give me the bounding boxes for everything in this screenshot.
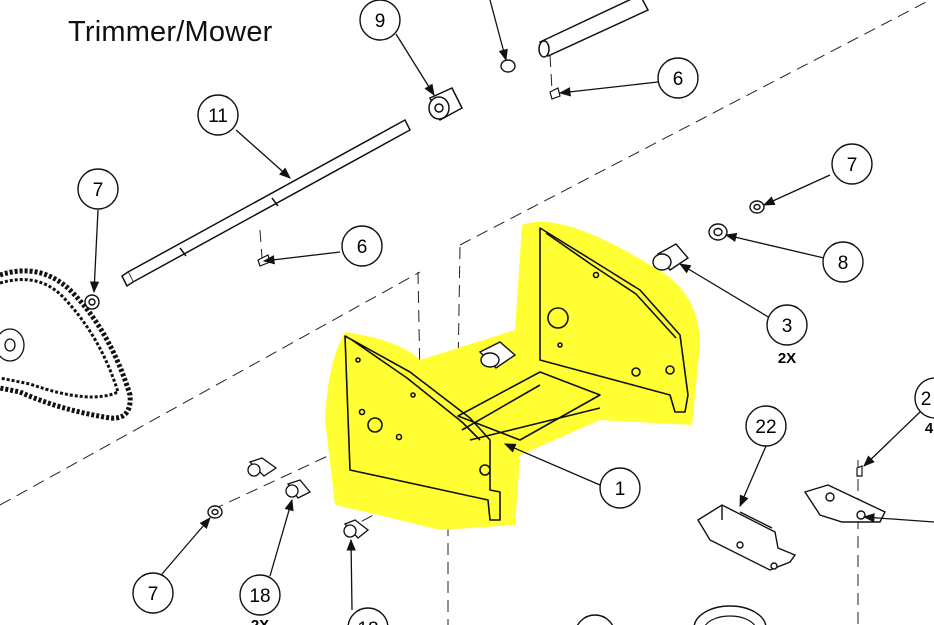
washer-8 <box>708 223 728 241</box>
callout-11: 11 <box>197 94 239 136</box>
callout-1: 1 <box>599 467 641 509</box>
bolt-18-c <box>343 519 370 539</box>
callout-7-bottom: 7 <box>132 572 174 614</box>
callout-6-top-label: 6 <box>673 69 684 90</box>
frame-bracket <box>344 227 689 521</box>
bolt-18-b <box>285 479 312 499</box>
bolt-18-a <box>247 457 278 477</box>
shaft-11 <box>121 118 411 288</box>
callout-8-label: 8 <box>838 253 849 274</box>
callout-18-bottom-label: 18 <box>357 619 378 625</box>
bracket-right <box>803 484 886 523</box>
leader-lines <box>89 0 934 611</box>
bushing-left <box>478 341 517 369</box>
callout-1-label: 1 <box>615 479 626 500</box>
callout-2-partial-label: 2 <box>921 389 932 410</box>
washer-7-bottom <box>207 505 223 519</box>
bracket-22 <box>697 504 797 571</box>
bushing-3 <box>652 243 690 271</box>
callout-7-left: 7 <box>77 168 119 210</box>
callout-18: 18 2X <box>239 574 281 625</box>
callout-18-label: 18 <box>249 586 270 607</box>
washer-7-right <box>749 200 765 214</box>
callout-11-label: 11 <box>208 106 228 127</box>
callout-8: 8 <box>822 241 864 283</box>
callout-18-note: 2X <box>251 617 269 625</box>
shaft-top <box>538 0 650 58</box>
callout-6-top: 6 <box>657 57 699 99</box>
callout-2-partial-note: 4 <box>925 420 934 437</box>
callout-9: 9 <box>359 0 401 41</box>
washer-top <box>500 59 516 73</box>
callout-22-label: 22 <box>755 417 776 438</box>
collar-9 <box>428 87 463 122</box>
partial-part-bottom <box>693 605 767 625</box>
callout-7-bottom-label: 7 <box>148 584 159 605</box>
callout-3-note: 2X <box>778 350 796 367</box>
callout-7-right: 7 <box>831 143 873 185</box>
callout-18-bottom: 18 <box>347 607 389 625</box>
callout-6-left: 6 <box>341 225 383 267</box>
washer-7-left <box>84 294 100 310</box>
frame-highlight <box>325 221 700 531</box>
key-6-top <box>549 87 561 100</box>
callout-9-label: 9 <box>375 11 386 32</box>
screw-right <box>856 465 863 477</box>
callout-3: 3 2X <box>766 304 808 367</box>
chain-sprocket <box>0 268 133 421</box>
callout-7-left-label: 7 <box>93 180 104 201</box>
callout-6-left-label: 6 <box>357 237 368 258</box>
partial-part-bottom-inner <box>704 615 756 625</box>
callout-7-right-label: 7 <box>847 155 858 176</box>
callout-2-partial: 2 4 <box>914 377 934 437</box>
callout-3-label: 3 <box>782 316 793 337</box>
callout-partial-bottom <box>576 614 614 625</box>
diagram-title: Trimmer/Mower <box>68 16 273 48</box>
callout-22: 22 <box>745 405 787 447</box>
